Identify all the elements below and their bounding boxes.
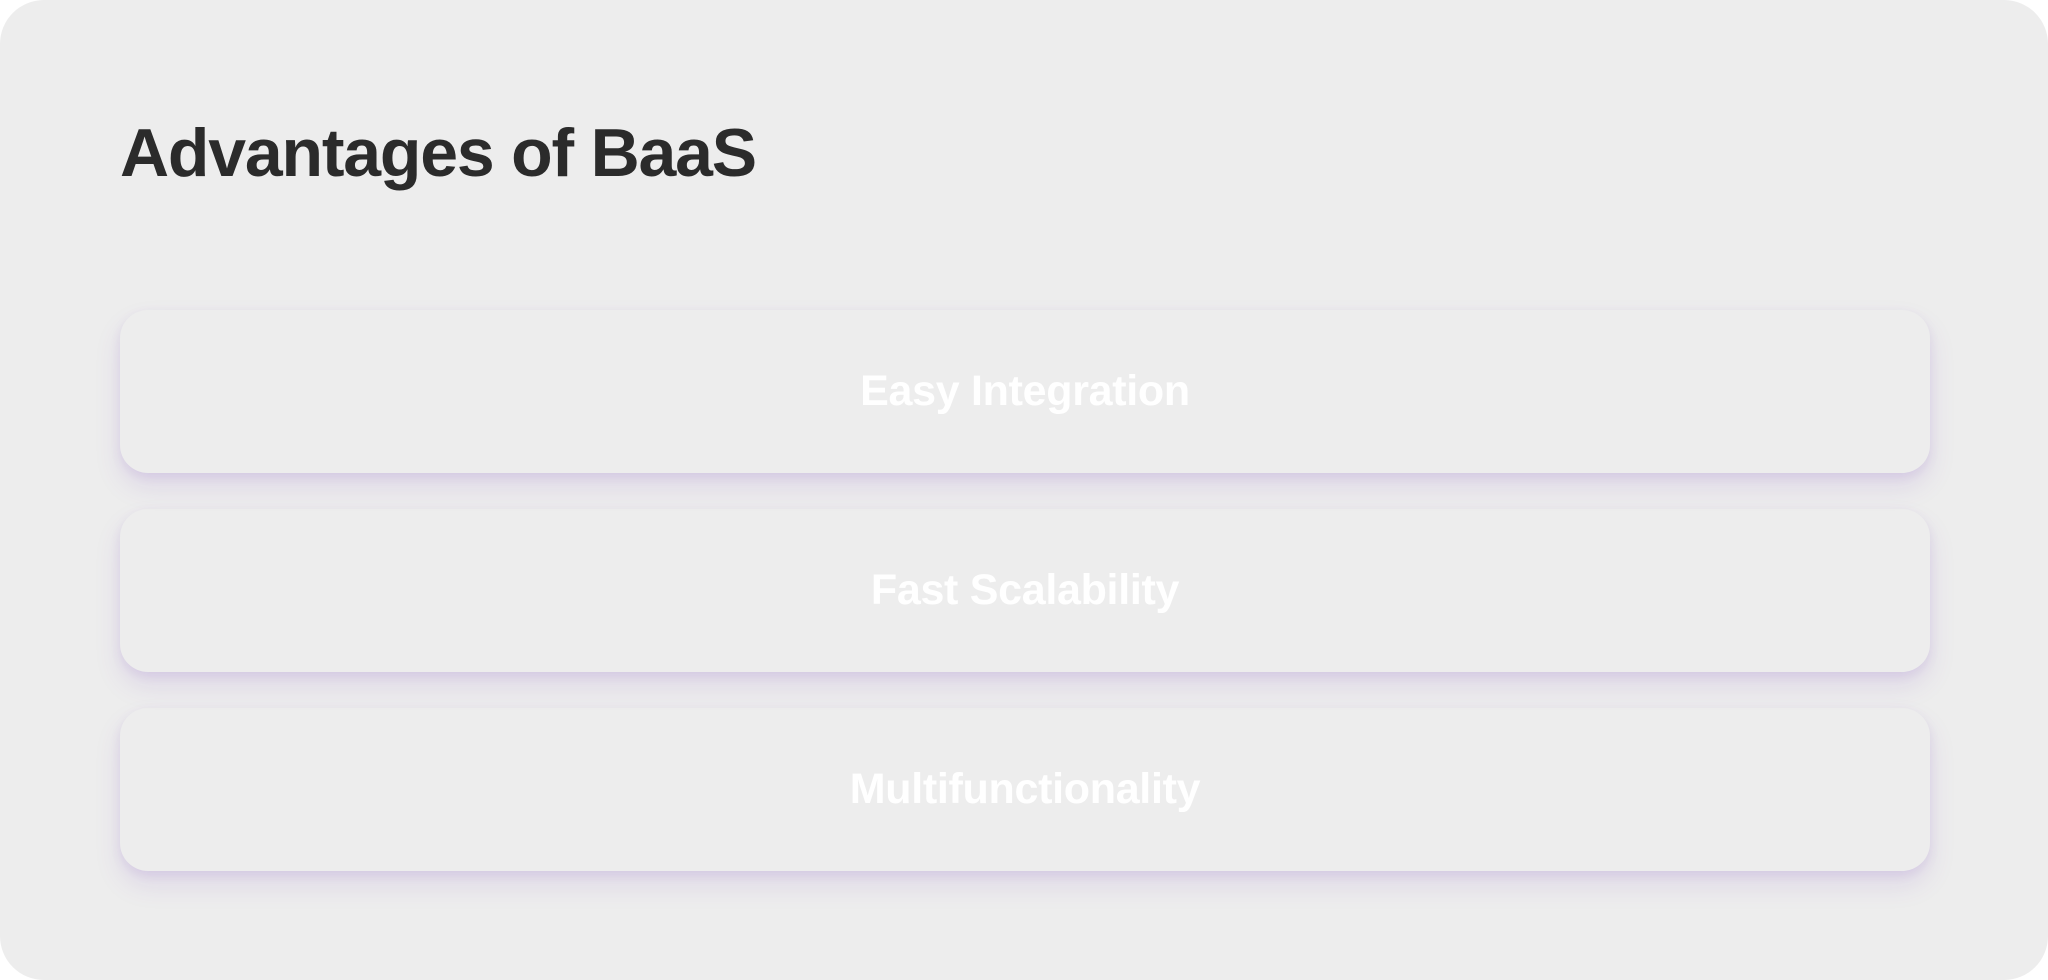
advantage-label: Multifunctionality (849, 765, 1201, 813)
advantages-list: Easy Integration Fast Scalability Multif… (120, 310, 1930, 871)
advantage-label: Fast Scalability (870, 566, 1180, 614)
advantage-item-multifunctionality[interactable]: Multifunctionality (120, 708, 1930, 871)
advantage-item-fast-scalability[interactable]: Fast Scalability (120, 509, 1930, 672)
page-title: Advantages of BaaS (120, 115, 757, 191)
advantage-item-easy-integration[interactable]: Easy Integration (120, 310, 1930, 473)
advantage-label: Easy Integration (860, 367, 1190, 415)
